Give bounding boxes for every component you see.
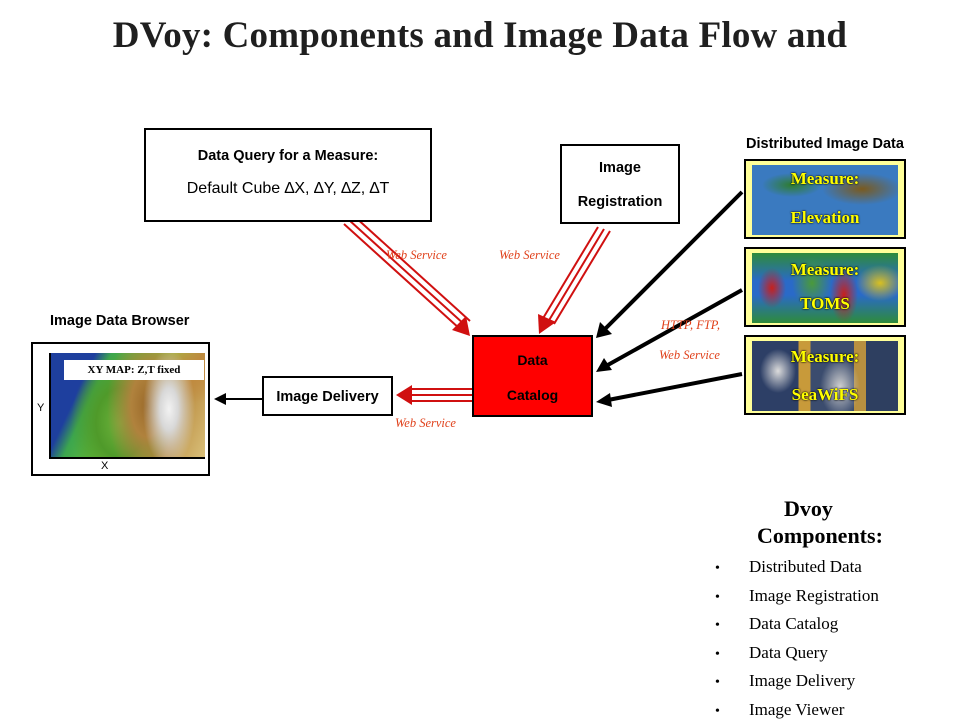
registration-line1: Image [599,160,641,176]
bullet-icon: • [715,675,720,690]
image-data-browser: Y XY MAP: Z,T fixed X [31,342,210,476]
list-item-text: Distributed Data [749,557,862,576]
elevation-line1: Measure: [790,169,860,188]
toms-line2: TOMS [800,294,850,313]
bullet-icon: • [715,646,720,662]
query-box-cube: Default Cube ∆X, ∆Y, ∆Z, ∆T [186,180,390,197]
query-web-service-label: Web Service [386,248,447,262]
measure-toms-tile: Measure: TOMS [744,247,906,327]
bullet-icon: • [715,589,720,605]
seawifs-to-catalog-arrow [596,372,743,407]
bullet-icon: • [715,561,720,576]
registration-web-service-label: Web Service [499,248,560,262]
components-title-line1: Dvoy [784,496,833,521]
components-list: • Distributed Data • Image Registration • D… [715,556,879,720]
browser-axis-x: X [101,460,109,472]
delivery-label: Image Delivery [276,389,379,405]
http-ftp-label: HTTP, FTP, [661,318,720,332]
browser-axis-y: Y [37,402,45,414]
measure-seawifs-tile: Measure: SeaWiFS [744,335,906,415]
catalog-line2: Catalog [506,387,559,403]
delivery-web-service-label: Web Service [395,416,456,430]
registration-line2: Registration [577,194,663,210]
list-item-text: Image Viewer [749,699,845,719]
seawifs-image [752,341,898,411]
list-item: • Image Viewer [715,699,879,720]
list-item-text: Data Catalog [749,614,839,633]
list-item-text: Image Registration [749,585,879,605]
list-item: • Data Catalog [715,613,879,642]
elevation-line2: Elevation [790,208,860,227]
elevation-image [752,165,898,235]
data-catalog-box: Data Catalog [472,335,593,417]
list-item: • Image Registration [715,585,879,614]
image-delivery-box: Image Delivery [262,376,393,416]
catalog-line1: Data [517,352,548,368]
data-query-box: Data Query for a Measure: Default Cube ∆… [144,128,432,222]
components-title-line2: Components: [757,523,883,548]
bullet-icon: • [715,703,720,719]
image-data-browser-label: Image Data Browser [50,313,190,329]
seawifs-line2: SeaWiFS [791,385,859,404]
page-title: DVoy: Components and Image Data Flow and [112,15,848,56]
list-item: • Data Query [715,642,879,671]
image-registration-box: Image Registration [560,144,680,224]
list-item-text: Data Query [749,642,828,662]
toms-to-catalog-arrow [596,288,743,372]
registration-to-catalog-arrow [538,226,611,334]
list-item: • Image Delivery [715,670,879,699]
list-item-text: Image Delivery [749,671,856,690]
list-item: • Distributed Data [715,556,879,585]
query-to-catalog-arrow [343,215,471,336]
http-web-service-label: Web Service [659,348,720,362]
seawifs-line1: Measure: [790,347,860,366]
catalog-to-delivery-arrow [396,385,472,405]
query-box-title: Data Query for a Measure: [197,148,379,164]
distributed-image-data-label: Distributed Image Data [746,136,904,152]
toms-line1: Measure: [790,260,860,279]
measure-elevation-tile: Measure: Elevation [744,159,906,239]
elevation-to-catalog-arrow [596,190,744,338]
bullet-icon: • [715,618,720,633]
browser-map-tag: XY MAP: Z,T fixed [64,360,204,380]
delivery-to-browser-arrow [214,393,262,405]
toms-image [752,253,898,323]
